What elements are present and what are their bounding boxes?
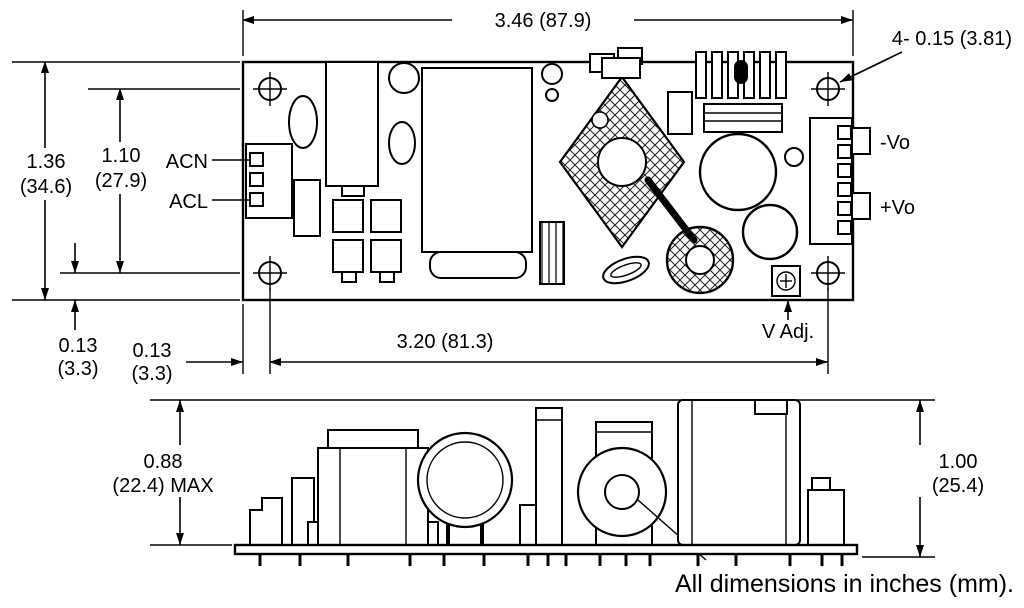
dim-overall-height-mm: (34.6) [20,176,72,198]
dimension-hole-pitch-vertical: 1.10 (27.9) [60,88,240,274]
mounting-hole-top-right [811,72,845,106]
vo-pos-label: +Vo [880,197,915,219]
component-main-transformer [421,67,533,279]
dimension-component-height: 0.88 (22.4) MAX [112,400,232,546]
vo-neg-label: -Vo [880,132,910,154]
top-view: 3.46 (87.9) 4- 0.15 (3.81) 1.36 (34.6) 1… [10,5,1012,385]
callout-v-adjust: V Adj. [762,300,814,343]
dim-hole-pitch-v-mm: (27.9) [95,170,147,192]
dim-component-height-in: 0.88 [144,451,183,473]
output-tab-pos [851,192,871,220]
v-adjust-label: V Adj. [762,321,814,343]
dim-hole-offset-v-mm: (3.3) [57,358,98,380]
component-switching-transformer [558,57,698,249]
component-standoff [541,63,563,102]
dimension-hole-pitch-horizontal: 3.20 (81.3) [242,288,829,374]
component-output-capacitors [698,132,804,261]
dim-overall-side-height-mm: (25.4) [932,475,984,497]
component-heatsink-striped [539,221,565,285]
component-bridge-rectifier [332,199,402,283]
dimension-hole-offset-vertical: 0.13 (3.3) [57,243,99,380]
callout-output: -Vo +Vo [880,132,915,219]
through-hole-pins [258,554,844,566]
acl-label: ACL [169,191,208,213]
component-v-adjust-pot [771,265,801,297]
dimensions-footnote: All dimensions in inches (mm). [675,570,1014,598]
dim-hole-pitch-h-label: 3.20 (81.3) [397,331,494,353]
side-component-tall-heatsink [677,399,801,546]
dimension-overall-width: 3.46 (87.9) [242,5,854,56]
component-toroid-inductor [665,225,735,295]
heatsink-clip [734,60,748,84]
side-component-tall-capacitor [535,407,563,546]
side-component-small-part [519,504,537,546]
dim-hole-pitch-v-in: 1.10 [102,145,141,167]
dim-hole-offset-h-in: 0.13 [133,340,172,362]
component-heatsink-fins [695,51,787,133]
side-component-transformer [307,429,439,546]
dimension-hole-offset-horizontal: 0.13 (3.3) [131,340,243,385]
component-diode-oval [602,255,650,285]
dimension-overall-height: 1.36 (34.6) [10,61,240,301]
side-component-output-connector [807,477,845,546]
side-view: 0.88 (22.4) MAX 1.00 (25.4) [112,399,984,566]
component-film-capacitor [325,61,379,197]
mounting-hole-bottom-right [811,256,845,290]
side-component-toroid [576,446,707,561]
side-component-left-bracket [249,497,283,546]
dimension-overall-side-height: 1.00 (25.4) [862,400,984,558]
component-capacitors-left [288,62,420,237]
dim-mounting-holes-label: 4- 0.15 (3.81) [892,28,1012,50]
callout-ac-input: ACN ACL [166,151,250,213]
pcb-side-profile [233,543,859,556]
dim-hole-offset-v-in: 0.13 [59,335,98,357]
dim-component-height-mm: (22.4) MAX [112,475,213,497]
dim-overall-width-label: 3.46 (87.9) [495,10,592,32]
mounting-hole-top-left [253,72,287,106]
component-output-connector [809,117,871,245]
output-tab-neg [851,127,871,155]
dim-overall-height-in: 1.36 [27,151,66,173]
dim-overall-side-height-in: 1.00 [939,451,978,473]
acn-label: ACN [166,151,208,173]
dim-hole-offset-h-mm: (3.3) [131,363,172,385]
mounting-hole-bottom-left [253,256,287,290]
side-component-round-capacitor [416,431,514,545]
dimension-mounting-holes: 4- 0.15 (3.81) [839,28,1012,83]
component-input-connector [245,143,293,219]
